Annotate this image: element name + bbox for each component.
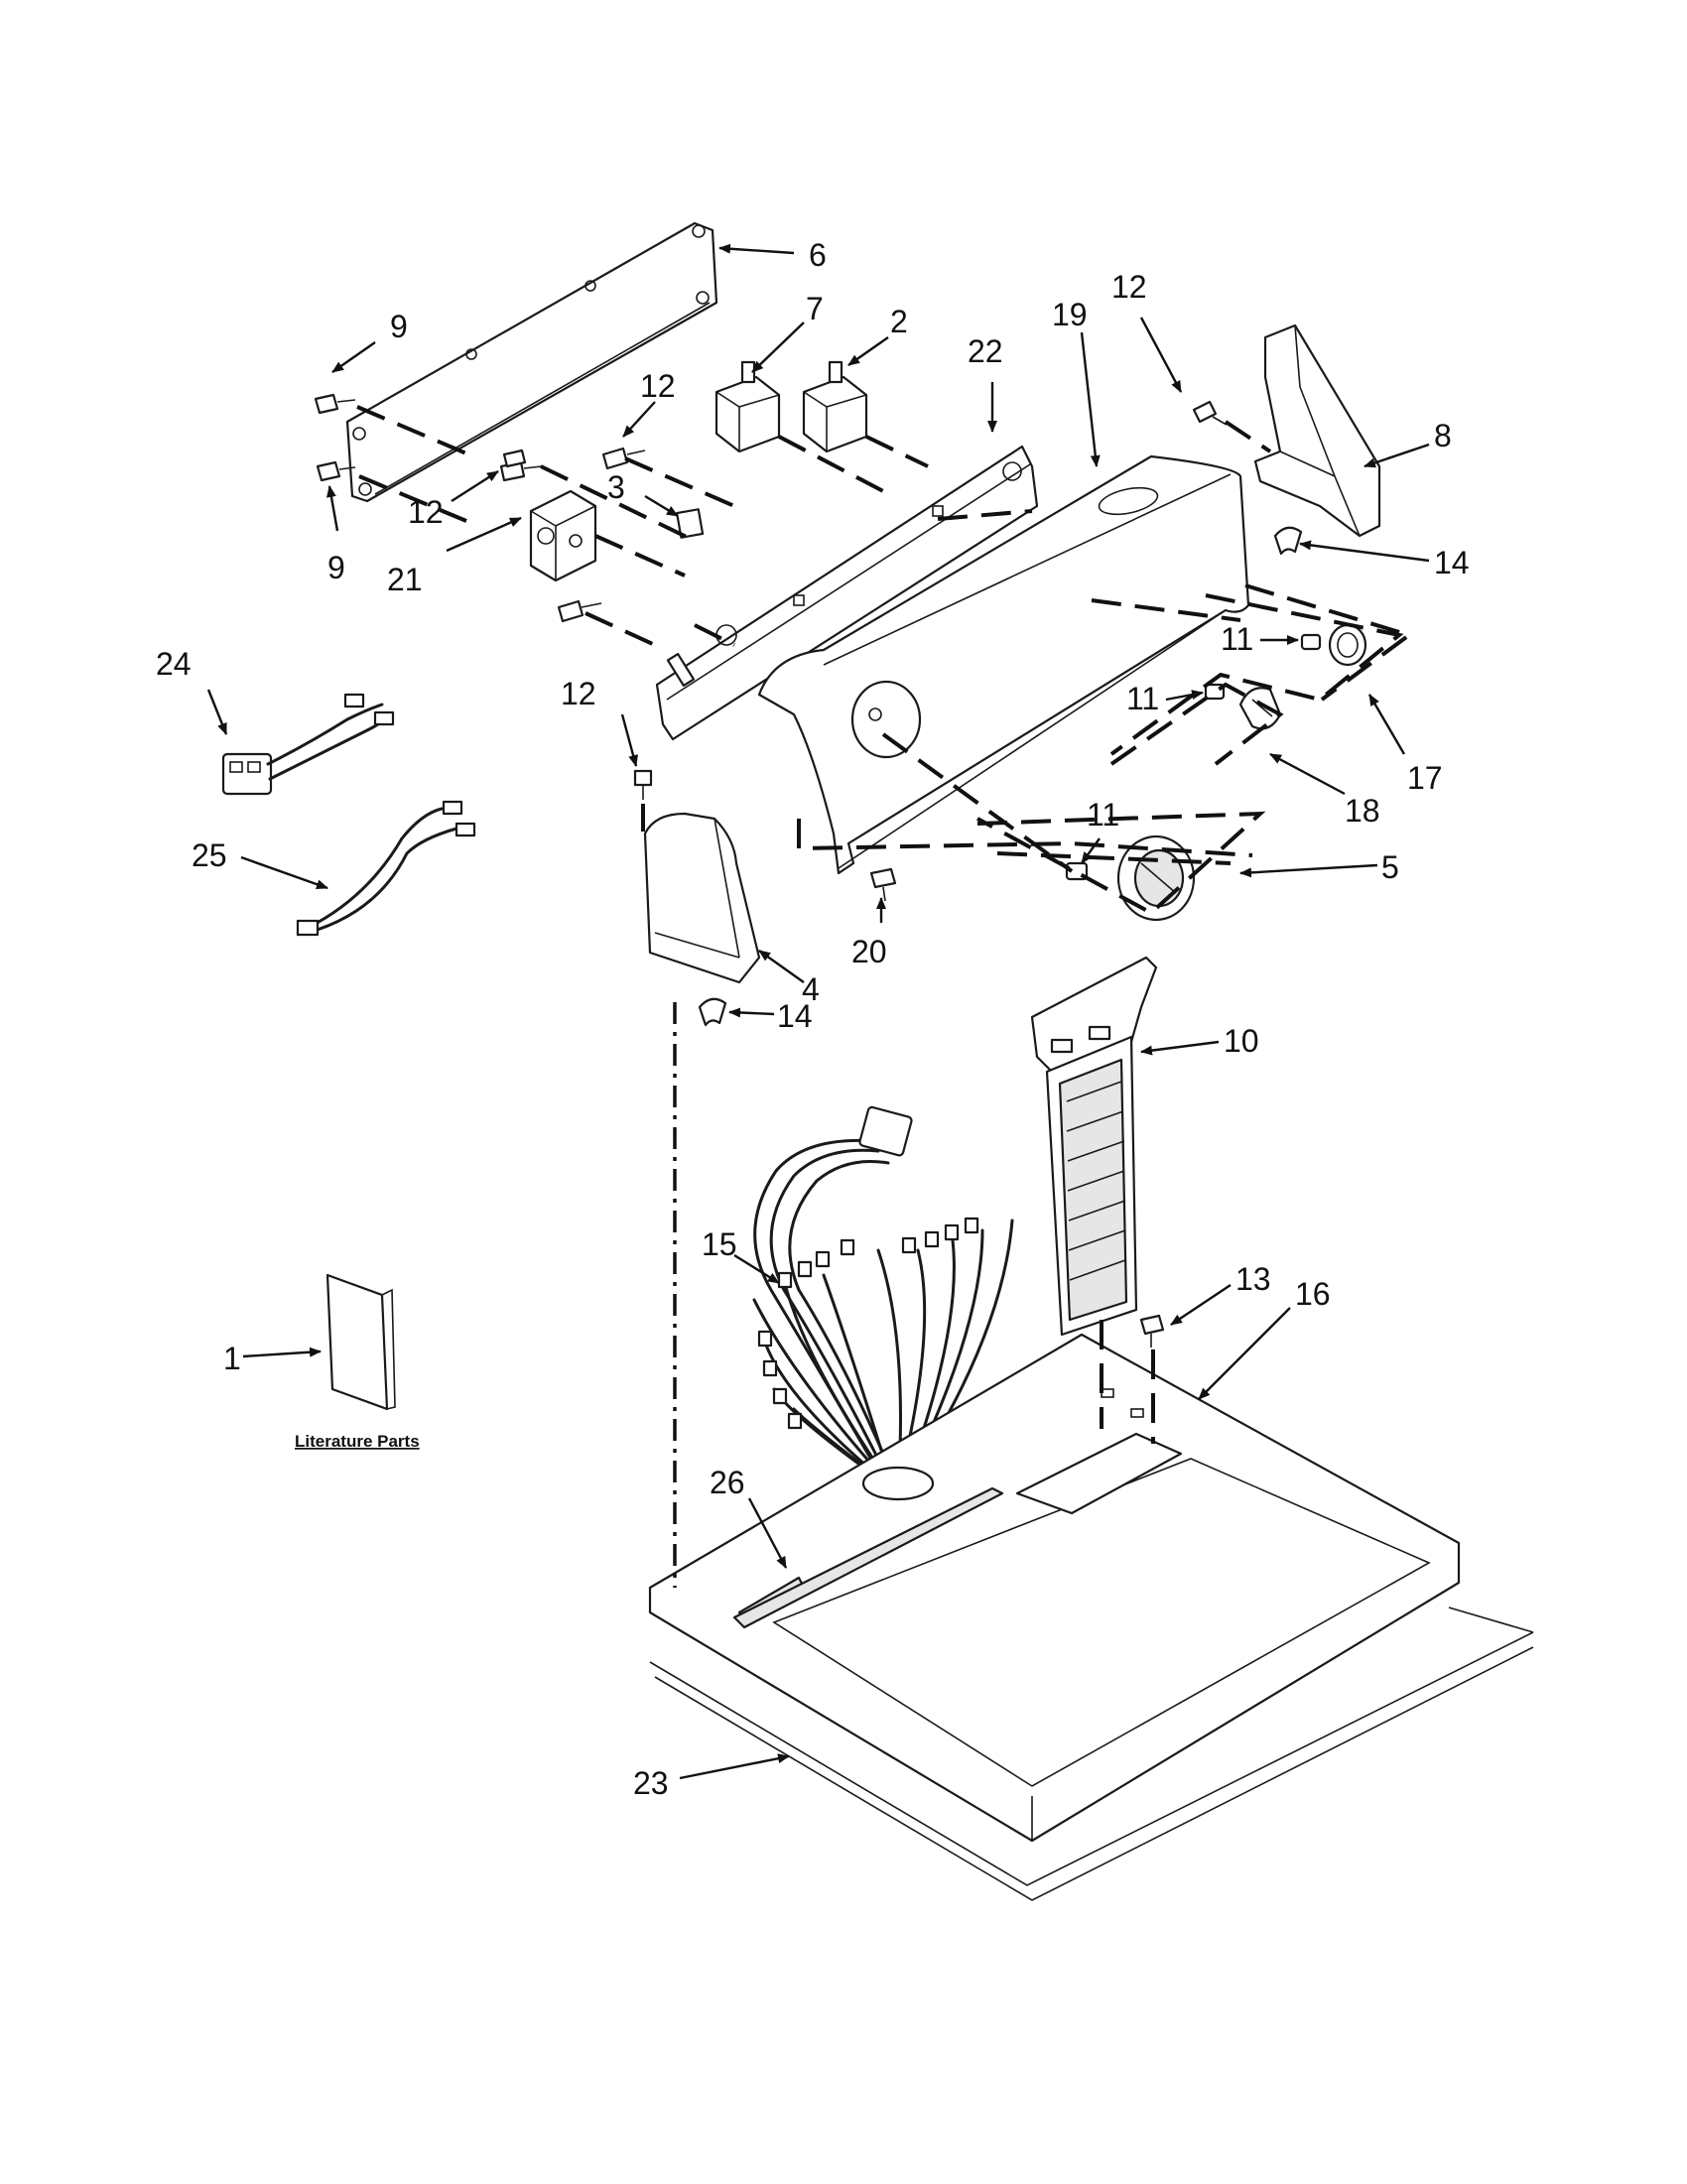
callout-12-right: 12 [1111, 269, 1147, 305]
literature-book [325, 1273, 396, 1411]
callout-7: 7 [806, 291, 824, 326]
callout-25: 25 [192, 837, 227, 873]
callout-1: 1 [223, 1341, 241, 1376]
screw-13 [1139, 1314, 1165, 1348]
knob-shaft-17 [1300, 633, 1322, 651]
callout-26: 26 [710, 1465, 745, 1500]
screw-12-switch [601, 447, 646, 470]
callout-16: 16 [1295, 1276, 1331, 1312]
timer [529, 489, 597, 582]
callout-21: 21 [387, 562, 423, 597]
callout-19: 19 [1052, 297, 1088, 332]
console [757, 454, 1250, 875]
left-end-cap [643, 812, 761, 984]
clip-14-right [1273, 526, 1303, 556]
callout-10: 10 [1224, 1023, 1259, 1059]
callout-8: 8 [1434, 418, 1452, 453]
panel-screw-lower [316, 460, 356, 482]
wire-harness-25 [296, 800, 476, 937]
callout-4: 4 [802, 971, 820, 1007]
callout-12-timer: 12 [408, 494, 444, 530]
clip-14-left [698, 997, 727, 1027]
seal-strip [732, 1486, 1004, 1629]
screw-20 [869, 867, 897, 902]
callout-11-top: 11 [1221, 621, 1253, 657]
knob-17 [1328, 623, 1367, 667]
callout-20: 20 [851, 934, 887, 969]
literature-caption: Literature Parts [295, 1432, 420, 1451]
callout-22: 22 [968, 333, 1003, 369]
screw-12-timer [502, 449, 527, 468]
screw-12-bracket [557, 599, 602, 623]
screw-12-right [1192, 400, 1228, 426]
assembly-dashes-upper [356, 405, 1414, 916]
callout-12-endcap: 12 [561, 676, 596, 711]
callout-18: 18 [1345, 793, 1380, 829]
switch-2 [802, 360, 868, 453]
callout-17: 17 [1407, 760, 1443, 796]
callout-labels: 6 9 9 7 2 22 19 12 8 12 12 3 21 14 11 11… [156, 237, 1470, 1801]
callout-14-right: 14 [1434, 545, 1470, 580]
wire-harness-24 [221, 693, 395, 796]
base-strip [649, 1606, 1534, 1901]
top-panel [648, 1333, 1461, 1843]
callout-11-bottom: 11 [1087, 797, 1119, 833]
knob-18 [1238, 687, 1282, 730]
screw-12-endcap [633, 769, 653, 800]
callout-24: 24 [156, 646, 192, 682]
callout-15: 15 [702, 1226, 737, 1262]
callout-9-upper: 9 [390, 309, 408, 344]
callout-14-left: 14 [777, 998, 813, 1034]
callout-3: 3 [607, 469, 625, 505]
switch-3 [675, 508, 705, 539]
assembly-dashes-lower [641, 804, 1155, 1588]
switch-7 [714, 360, 781, 453]
callout-6: 6 [809, 237, 827, 273]
leader-lines [206, 243, 1430, 1780]
panel-screw-upper [314, 393, 356, 415]
callout-5: 5 [1381, 849, 1399, 885]
callout-12-switch: 12 [640, 368, 676, 404]
callout-9-lower: 9 [327, 550, 345, 585]
callout-11-mid: 11 [1126, 681, 1159, 716]
main-wire-harness [752, 1105, 1014, 1490]
right-end-cap [1253, 323, 1381, 538]
callout-23: 23 [633, 1765, 669, 1801]
callout-2: 2 [890, 304, 908, 339]
lint-screen [1030, 956, 1158, 1337]
rear-console-panel [345, 221, 718, 503]
callout-13: 13 [1235, 1261, 1271, 1297]
